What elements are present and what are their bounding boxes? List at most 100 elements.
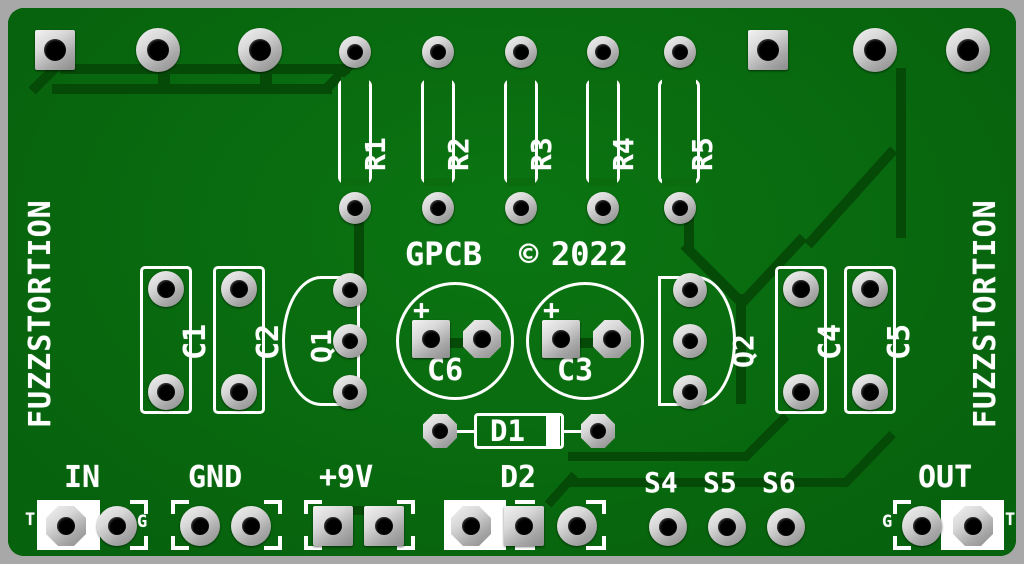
pad-r1-top[interactable] (339, 36, 371, 68)
resistor-label-r4: R4 (607, 137, 640, 171)
diode-cathode-band-d1 (546, 413, 560, 449)
pad-r1-bottom[interactable] (339, 192, 371, 224)
trace-bottom-mid-run (568, 452, 748, 461)
pad-r5-bottom[interactable] (664, 192, 696, 224)
pad-r4-bottom[interactable] (587, 192, 619, 224)
pcb-board: R1 R2 R3 R4 R5 (8, 8, 1016, 556)
transistor-label-q2: Q2 (727, 334, 760, 368)
pad-c1-bottom[interactable] (148, 374, 184, 410)
pad-9v-1[interactable] (313, 506, 353, 546)
pad-s6[interactable] (767, 508, 805, 546)
pad-top-1[interactable] (35, 30, 75, 70)
connector-label-in: IN (64, 460, 101, 495)
resistor-notch-r3-bot (507, 178, 535, 186)
pad-c2-bottom[interactable] (221, 374, 257, 410)
cap-label-c5: C5 (882, 323, 917, 360)
resistor-notch-r4-top (589, 77, 617, 85)
pad-out-tip[interactable] (953, 506, 993, 546)
pad-q1-3[interactable] (333, 375, 367, 409)
pad-c3-negative[interactable] (593, 320, 631, 358)
pad-d1-cathode[interactable] (581, 414, 615, 448)
polarity-marker-c3: + (543, 293, 560, 326)
pad-gnd-1[interactable] (180, 506, 220, 546)
electrolytic-outline-c3 (526, 282, 644, 400)
pad-r5-top[interactable] (664, 36, 696, 68)
pad-in-ground[interactable] (97, 506, 137, 546)
pad-c5-top[interactable] (852, 271, 888, 307)
pad-c4-top[interactable] (783, 271, 819, 307)
resistor-notch-r4-bot (589, 178, 617, 186)
diode-label-d1: D1 (490, 414, 525, 448)
resistor-notch-r1-bot (341, 178, 369, 186)
pad-r2-bottom[interactable] (422, 192, 454, 224)
side-text-left: FUZZSTORTION (23, 199, 58, 428)
pad-9v-2[interactable] (364, 506, 404, 546)
trace-top-left-bus (60, 64, 350, 74)
pad-d2-3[interactable] (557, 506, 597, 546)
pad-c6-negative[interactable] (463, 320, 501, 358)
diode-lead-d1-right (562, 430, 588, 433)
pad-in-tip[interactable] (46, 506, 86, 546)
in-bracket (37, 500, 148, 550)
pad-d2-1[interactable] (451, 506, 491, 546)
switch-label-s6: S6 (762, 466, 796, 499)
pad-r2-top[interactable] (422, 36, 454, 68)
resistor-label-r3: R3 (525, 137, 558, 171)
resistor-notch-r5-top (662, 77, 696, 85)
out-bracket (893, 500, 1004, 550)
pad-top-9[interactable] (748, 30, 788, 70)
electrolytic-label-c3: C3 (557, 353, 594, 388)
pad-top-2[interactable] (136, 28, 180, 72)
pad-s5[interactable] (708, 508, 746, 546)
diode-label-d2: D2 (500, 460, 537, 495)
maker-mark: GPCB (405, 235, 483, 273)
pad-c4-bottom[interactable] (783, 374, 819, 410)
trace-mid-left-vert (354, 222, 364, 280)
pad-d1-anode[interactable] (423, 414, 457, 448)
connector-label-9v: +9V (319, 460, 374, 495)
pad-s4[interactable] (649, 508, 687, 546)
pad-top-11[interactable] (946, 28, 990, 72)
resistor-label-r5: R5 (686, 137, 719, 171)
pad-c3-positive[interactable] (542, 320, 580, 358)
electrolytic-outline-c6 (396, 282, 514, 400)
resistor-label-r1: R1 (359, 137, 392, 171)
pad-r3-top[interactable] (505, 36, 537, 68)
cap-outline-c2 (213, 266, 265, 414)
pad-r3-bottom[interactable] (505, 192, 537, 224)
pad-c2-top[interactable] (221, 271, 257, 307)
copyright-icon: © (519, 235, 539, 273)
switch-label-s5: S5 (703, 466, 737, 499)
cap-label-c4: C4 (813, 323, 848, 360)
pad-c6-positive[interactable] (412, 320, 450, 358)
cap-label-c1: C1 (178, 323, 213, 360)
pad-q2-1[interactable] (673, 273, 707, 307)
pad-r4-top[interactable] (587, 36, 619, 68)
pad-gnd-2[interactable] (231, 506, 271, 546)
connector-label-gnd: GND (188, 460, 243, 495)
polarity-marker-c6: + (413, 293, 430, 326)
pad-out-ground[interactable] (902, 506, 942, 546)
gnd-bracket (171, 500, 282, 550)
power-bracket (304, 500, 415, 550)
pad-q1-2[interactable] (333, 324, 367, 358)
resistor-notch-r3-top (507, 77, 535, 85)
switch-label-s4: S4 (644, 466, 678, 499)
pad-top-10[interactable] (853, 28, 897, 72)
pad-q1-1[interactable] (333, 273, 367, 307)
resistor-notch-r2-top (424, 77, 452, 85)
out-pin-label-tip: T (1005, 510, 1016, 530)
pad-c5-bottom[interactable] (852, 374, 888, 410)
cap-outline-c5 (844, 266, 896, 414)
out-pin-label-ground: G (882, 512, 893, 532)
resistor-notch-r5-bot (662, 178, 696, 186)
pad-top-3[interactable] (238, 28, 282, 72)
cap-outline-c1 (140, 266, 192, 414)
copyright-year: 2022 (551, 235, 629, 273)
trace-bottom-right-run (568, 478, 848, 487)
pad-q2-3[interactable] (673, 375, 707, 409)
pad-q2-2[interactable] (673, 324, 707, 358)
pad-d2-2[interactable] (504, 506, 544, 546)
pad-c1-top[interactable] (148, 271, 184, 307)
